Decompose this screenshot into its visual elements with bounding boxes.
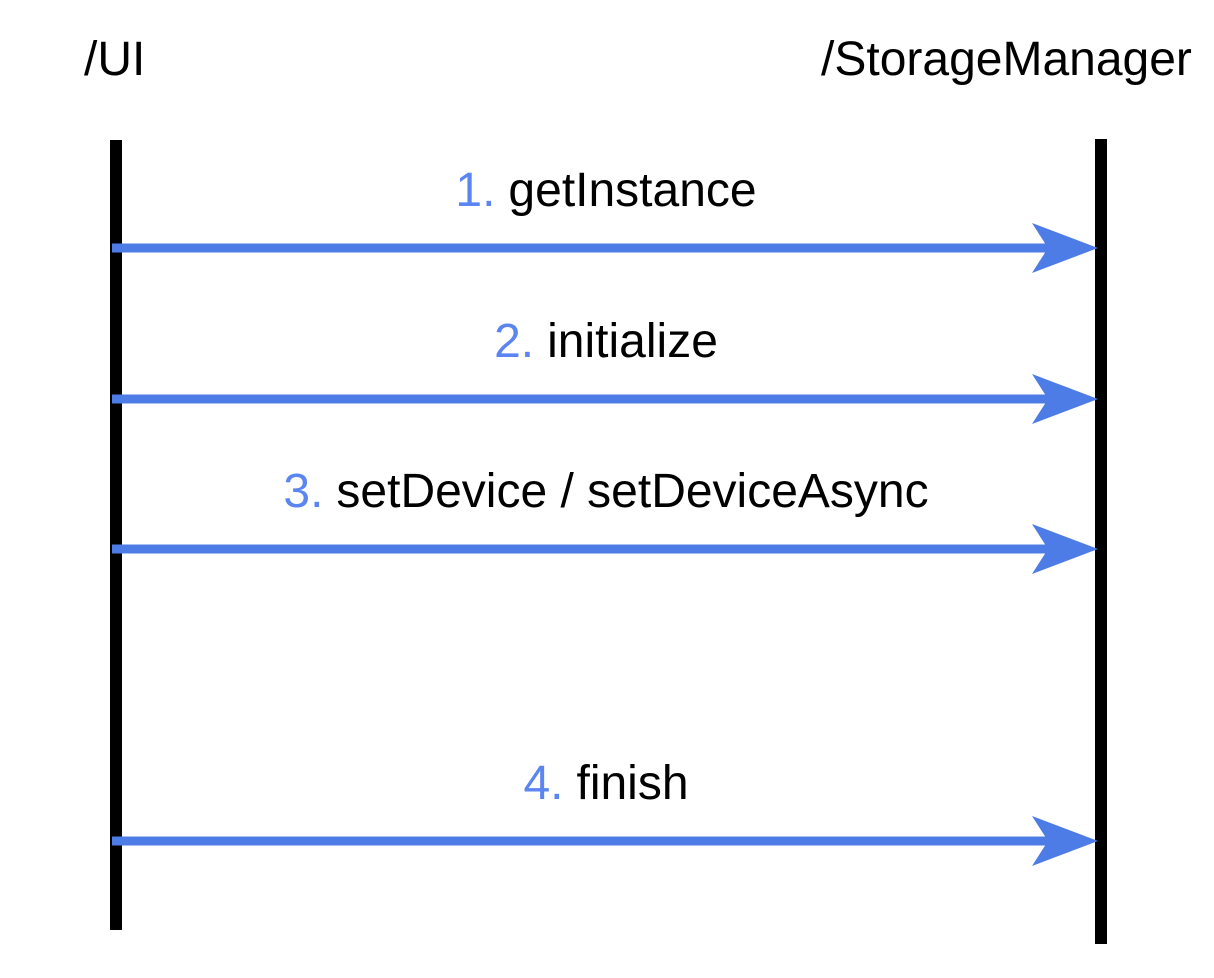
message-text: getInstance — [508, 164, 757, 217]
arrowhead-icon — [1032, 223, 1098, 273]
message-text: finish — [576, 757, 689, 810]
message-number: 3. — [283, 465, 324, 518]
arrowhead-icon — [1032, 374, 1098, 424]
arrow-shaft — [112, 544, 1050, 554]
message-3: 3.setDevice / setDeviceAsync — [112, 468, 1100, 577]
arrow-shaft — [112, 243, 1050, 253]
message-label: 2.initialize — [112, 318, 1100, 366]
actor-label-ui: /UI — [84, 33, 146, 86]
message-number: 1. — [455, 164, 496, 217]
message-1: 1.getInstance — [112, 167, 1100, 276]
message-text: initialize — [547, 315, 718, 368]
message-2: 2.initialize — [112, 318, 1100, 427]
message-label: 1.getInstance — [112, 167, 1100, 215]
arrow-shaft — [112, 836, 1050, 846]
actor-label-storage-manager: /StorageManager — [821, 33, 1192, 86]
arrow-shaft — [112, 394, 1050, 404]
message-label: 4.finish — [112, 760, 1100, 808]
message-arrow — [112, 223, 1098, 273]
message-arrow — [112, 816, 1098, 866]
lifeline-storage-manager — [1095, 139, 1107, 944]
arrowhead-icon — [1032, 816, 1098, 866]
arrowhead-icon — [1032, 524, 1098, 574]
message-arrow — [112, 524, 1098, 574]
message-arrow — [112, 374, 1098, 424]
message-label: 3.setDevice / setDeviceAsync — [112, 468, 1100, 516]
message-text: setDevice / setDeviceAsync — [336, 465, 929, 518]
message-4: 4.finish — [112, 760, 1100, 869]
lifeline-ui — [110, 140, 122, 930]
message-number: 4. — [523, 757, 564, 810]
message-number: 2. — [494, 315, 535, 368]
